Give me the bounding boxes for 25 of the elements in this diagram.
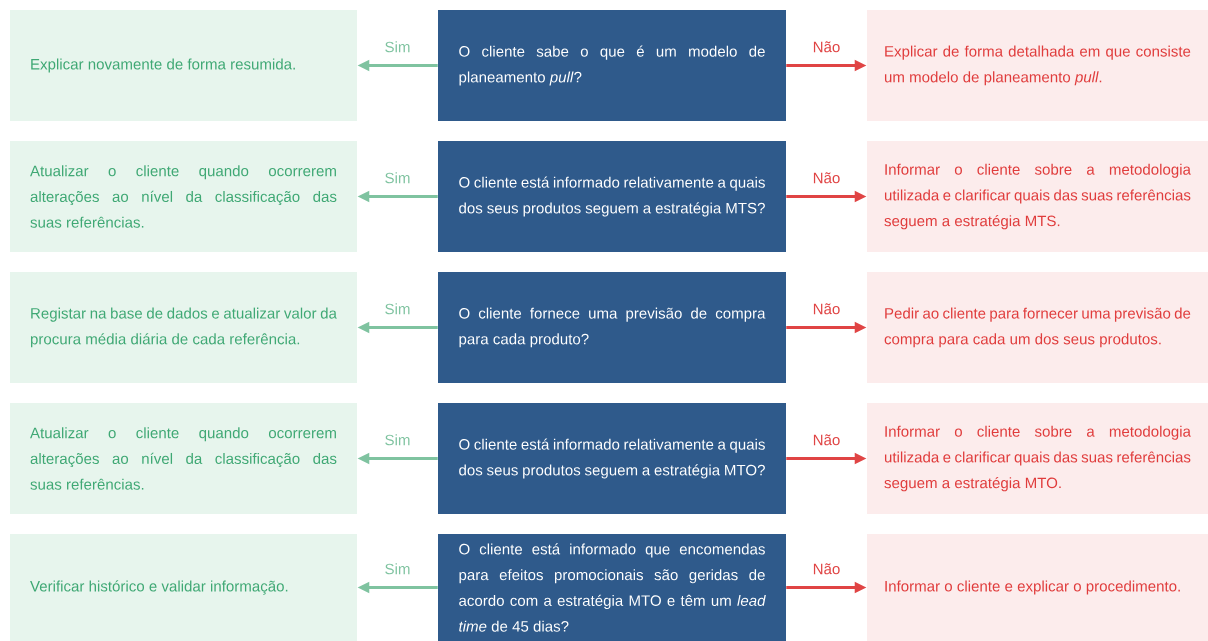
question-box: O cliente fornece uma previsão de compra para cada produto? [438, 272, 786, 383]
edge-label: Não [811, 171, 842, 185]
action-box: Pedir ao cliente para fornecer uma previsão de compra para cada um dos seus produtos. [867, 272, 1208, 383]
action-box: Informar o cliente e explicar o procedimento. [867, 534, 1208, 641]
action-box: Explicar de forma detalhada em que consiste um modelo de planeamento pull. [867, 10, 1208, 121]
edge-label: Não [811, 433, 842, 447]
question-box: O cliente está informado que encomendas para efeitos promocionais são geridas de acordo com a estratégia MTO e têm um lead time de 45 dias? [438, 534, 786, 641]
action-box: Atualizar o cliente quando ocorrerem alterações ao nível da classificação das suas referências. [10, 141, 357, 252]
action-box: Verificar histórico e validar informação. [10, 534, 357, 641]
edge-label: Sim [383, 561, 412, 576]
action-box: Informar o cliente sobre a metodologia utilizada e clarificar quais das suas referências seguem a estratégia MTO. [867, 403, 1208, 514]
action-box: Atualizar o cliente quando ocorrerem alterações ao nível da classificação das suas referências. [10, 403, 357, 514]
edge-label: Não [811, 302, 842, 316]
question-box: O cliente está informado relativamente a quais dos seus produtos seguem a estratégia MTO? [438, 403, 786, 514]
question-box: O cliente está informado relativamente a quais dos seus produtos seguem a estratégia MTS? [438, 141, 786, 252]
edge-label: Sim [383, 39, 412, 54]
edge-label: Não [811, 562, 842, 576]
action-box: Registar na base de dados e atualizar valor da procura média diária de cada referência. [10, 272, 357, 383]
action-box: Explicar novamente de forma resumida. [10, 10, 357, 121]
edge-label: Não [811, 40, 842, 54]
edge-label: Sim [383, 432, 412, 447]
action-box: Informar o cliente sobre a metodologia utilizada e clarificar quais das suas referências seguem a estratégia MTS. [867, 141, 1208, 252]
edge-label: Sim [383, 301, 412, 316]
edge-label: Sim [383, 170, 412, 185]
question-box: O cliente sabe o que é um modelo de planeamento pull? [438, 10, 786, 121]
